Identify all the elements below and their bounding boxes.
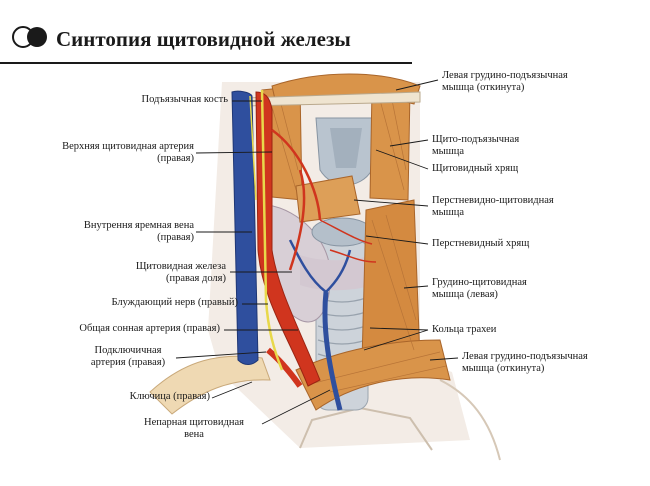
thyroid-artery-branches xyxy=(319,219,377,263)
label-common-carotid-artery: Общая сонная артерия (правая) xyxy=(79,323,220,334)
label-superior-thyroid-artery: Верхняя щитовидная артерия(правая) xyxy=(62,141,194,164)
label-vagus-nerve: Блуждающий нерв (правый) xyxy=(111,297,238,308)
superior-thyroid-artery xyxy=(271,128,322,271)
label-clavicle: Ключица (правая) xyxy=(129,391,210,402)
internal-jugular-vein xyxy=(231,90,259,365)
thyroid-gland-isthmus xyxy=(300,255,372,291)
page-title: Синтопия щитовидной железы xyxy=(56,27,351,51)
unpaired-thyroid-vein xyxy=(322,291,343,411)
label-thyroid-gland: Щитовидная железа(правая доля) xyxy=(135,261,226,284)
leader-lines-right xyxy=(353,79,459,361)
label-hyoid-bone: Подъязычная кость xyxy=(141,94,228,105)
vagus-nerve xyxy=(260,89,284,371)
leader-lines-left xyxy=(175,100,331,425)
title-logo-icon xyxy=(12,26,47,48)
thyrohyoid-muscle xyxy=(369,89,411,201)
label-tracheal-rings: Кольца трахеи xyxy=(432,324,497,335)
sternothyroid-muscle-left xyxy=(361,199,421,363)
common-carotid-artery xyxy=(255,91,321,387)
thyroid-veins xyxy=(288,239,352,293)
clavicle-bone xyxy=(149,355,271,415)
subclavian-artery xyxy=(266,347,303,388)
label-internal-jugular-vein: Внутрення яремная вена(правая) xyxy=(83,220,194,243)
title-underline xyxy=(0,62,412,64)
rib-line xyxy=(439,379,501,461)
label-cricoid-cartilage: Перстневидный хрящ xyxy=(432,238,530,249)
label-thyroid-cartilage: Щитовидный хрящ xyxy=(432,163,519,174)
